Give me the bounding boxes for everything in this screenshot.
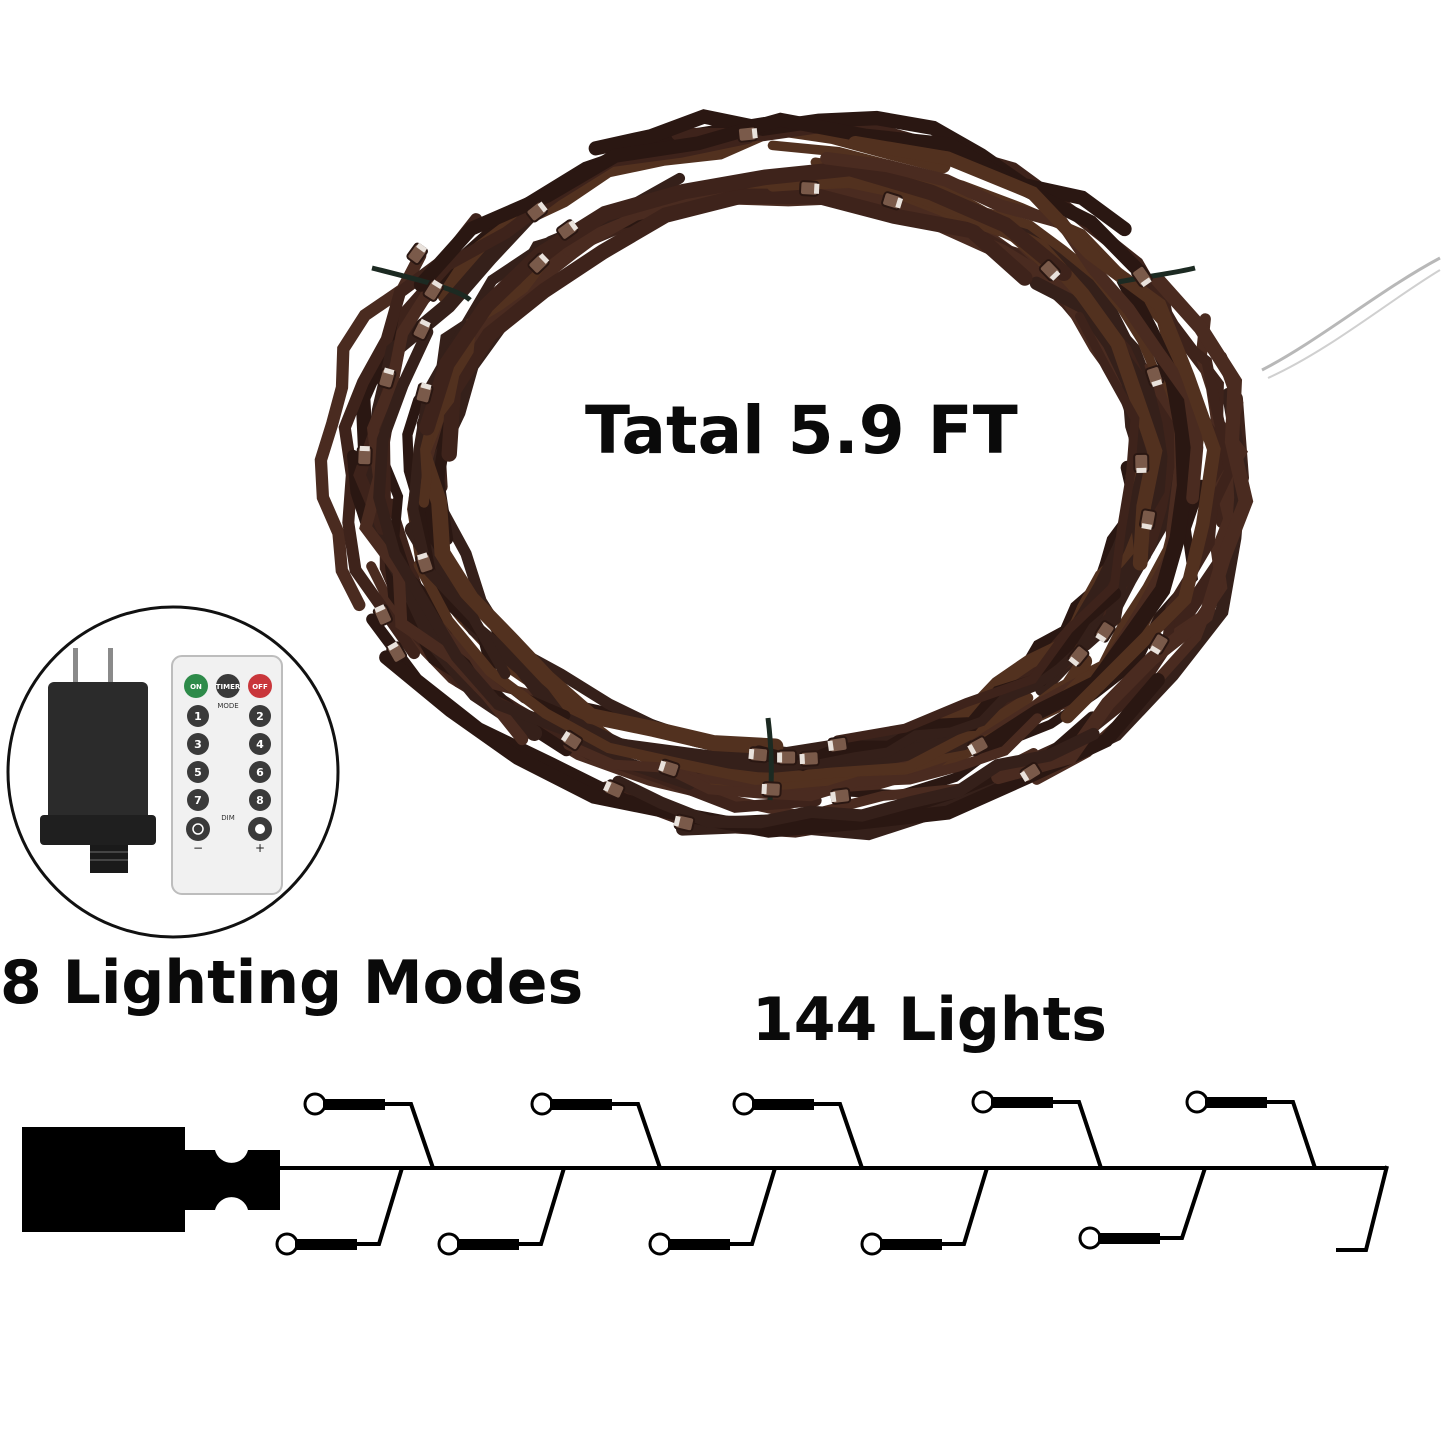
remote-number-label: 1 (194, 710, 202, 723)
led-bulb-icon (1078, 1226, 1102, 1250)
led-bulb-icon (732, 1092, 756, 1116)
led-bulb-icon (971, 1090, 995, 1114)
led-bulb-icon (1185, 1090, 1209, 1114)
plug-icon (22, 1127, 280, 1232)
remote-number-label: 2 (256, 710, 264, 723)
remote-number-button (249, 733, 271, 755)
remote-number-button (249, 705, 271, 727)
remote-control-icon: ON TIMER OFF MODE 1 2 3 4 5 6 7 8 DIM − + (171, 655, 283, 895)
power-adapter-icon (40, 648, 156, 873)
led-bulb-icon (303, 1092, 327, 1116)
led-bulb-icon (648, 1232, 672, 1256)
remote-timer-label: TIMER (216, 683, 241, 691)
remote-minus-label: − (193, 841, 203, 855)
remote-on-label: ON (190, 683, 202, 691)
total-length-label: Tatal 5.9 FT (585, 392, 1018, 469)
lighting-modes-label: 8 Lighting Modes (0, 948, 584, 1018)
remote-number-label: 3 (194, 738, 202, 751)
remote-number-button (187, 705, 209, 727)
remote-number-label: 4 (256, 738, 264, 751)
remote-number-label: 8 (256, 794, 264, 807)
remote-plus-label: + (255, 841, 265, 855)
led-bulb-icon (275, 1232, 299, 1256)
remote-number-button (249, 789, 271, 811)
remote-number-button (187, 761, 209, 783)
led-bulb-icon (530, 1092, 554, 1116)
remote-number-label: 5 (194, 766, 202, 779)
remote-number-button (187, 789, 209, 811)
remote-number-button (187, 733, 209, 755)
light-count-label: 144 Lights (752, 985, 1107, 1055)
remote-number-label: 6 (256, 766, 264, 779)
remote-off-label: OFF (252, 683, 268, 691)
led-bulb-icon (437, 1232, 461, 1256)
remote-number-button (249, 761, 271, 783)
remote-dim-label: DIM (221, 814, 235, 822)
led-bulb-icon (860, 1232, 884, 1256)
remote-mode-label: MODE (217, 702, 238, 710)
remote-number-label: 7 (194, 794, 202, 807)
